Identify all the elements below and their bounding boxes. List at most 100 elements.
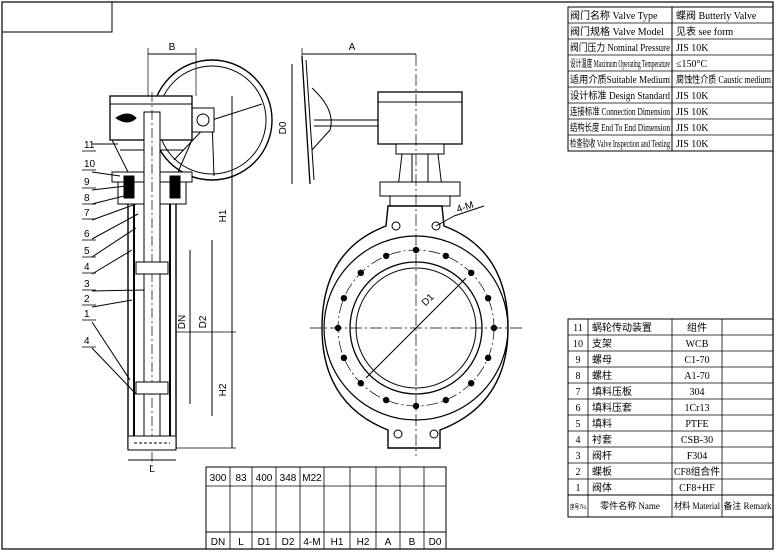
spec-value: JIS 10K bbox=[676, 43, 709, 54]
part-material: F304 bbox=[687, 451, 708, 462]
flange-bolt bbox=[383, 252, 390, 260]
part-name: 填料压板 bbox=[592, 385, 632, 398]
disc-hub bbox=[135, 261, 169, 275]
bolt-holes bbox=[334, 246, 498, 410]
gearbox-front bbox=[377, 91, 463, 145]
callout-number: 4 bbox=[84, 262, 90, 273]
spec-value: 蝶阀 Butterly Valve bbox=[676, 9, 757, 22]
leader-line bbox=[91, 347, 137, 395]
callout-number: 11 bbox=[84, 140, 95, 151]
spec-label: 适用介质Suitable Medium bbox=[570, 74, 670, 86]
parts-header-material: 材料 Material bbox=[674, 500, 720, 511]
spec-label: 阀门规格 Valve Model bbox=[570, 25, 664, 38]
dim-value: 348 bbox=[280, 473, 297, 484]
dim-header: D2 bbox=[282, 537, 295, 548]
handwheel-edge bbox=[305, 59, 315, 181]
gear-hub bbox=[191, 107, 215, 133]
leader-line bbox=[91, 289, 145, 292]
top-bolt-hole bbox=[391, 221, 401, 231]
spec-value: 腐蚀性介质 Caustic medium bbox=[676, 73, 771, 86]
leader-line bbox=[91, 203, 137, 221]
dim-value: M22 bbox=[302, 473, 322, 484]
flange-bolt bbox=[340, 295, 348, 302]
flange-bolt bbox=[468, 380, 475, 387]
dim-header: DN bbox=[211, 537, 225, 548]
part-number: 11 bbox=[573, 323, 583, 334]
title-corner-box bbox=[1, 1, 113, 33]
part-material: PTFE bbox=[685, 419, 708, 430]
part-material: C1-70 bbox=[685, 355, 710, 366]
flange-bolt bbox=[340, 354, 348, 361]
spec-value: ≤150°C bbox=[676, 59, 707, 70]
part-name: 填料压套 bbox=[592, 401, 632, 414]
handwheel-spoke bbox=[211, 103, 263, 121]
spec-table-border bbox=[567, 6, 774, 152]
spec-value: JIS 10K bbox=[676, 139, 709, 150]
stud-nut bbox=[169, 175, 181, 199]
parts-table-border bbox=[567, 318, 774, 518]
spec-label: 阀门压力 Nominal Pressure bbox=[570, 41, 670, 54]
callout-number: 1 bbox=[84, 309, 90, 320]
disc-hub bbox=[135, 381, 169, 395]
dim-header: L bbox=[238, 537, 244, 548]
callout-number: 2 bbox=[84, 294, 90, 305]
leader-line bbox=[91, 193, 133, 205]
part-number: 8 bbox=[576, 371, 581, 382]
part-number: 9 bbox=[576, 355, 581, 366]
front-view bbox=[291, 48, 522, 456]
flange-bolt bbox=[484, 295, 492, 302]
flange-bolt bbox=[468, 269, 475, 276]
leader-line bbox=[91, 213, 139, 240]
top-bolt-hole bbox=[431, 221, 441, 231]
part-material: 1Cr13 bbox=[685, 403, 710, 414]
spec-value: JIS 10K bbox=[676, 91, 709, 102]
leader-line bbox=[91, 299, 133, 308]
dim-header: 4-M bbox=[303, 537, 320, 548]
hub-bore bbox=[196, 113, 210, 127]
part-name: 填料 bbox=[592, 417, 612, 430]
part-number: 6 bbox=[576, 403, 581, 414]
dim-header: D1 bbox=[258, 537, 271, 548]
dim-label-d1: D1 bbox=[420, 292, 437, 309]
callout-number: 4 bbox=[84, 336, 90, 347]
dim-header: H1 bbox=[331, 537, 344, 548]
dim-label-dn: DN bbox=[177, 315, 188, 329]
dim-header: D0 bbox=[429, 537, 442, 548]
part-material: WCB bbox=[686, 339, 709, 350]
spec-value: 见表 see form bbox=[676, 25, 733, 38]
part-number: 1 bbox=[576, 483, 581, 494]
part-name: 衬套 bbox=[592, 433, 612, 446]
dim-value: 400 bbox=[256, 473, 273, 484]
leader-line bbox=[91, 171, 121, 177]
handwheel-spoke bbox=[311, 87, 332, 151]
part-name: 蜗轮传动装置 bbox=[592, 321, 652, 334]
part-material: CF8组合件 bbox=[674, 465, 720, 478]
callout-number: 9 bbox=[84, 177, 90, 188]
dim-label-h2: H2 bbox=[218, 383, 229, 396]
flange-bolt bbox=[334, 324, 342, 332]
dim-header: B bbox=[409, 537, 416, 548]
spec-label: 阀门名称 Valve Type bbox=[570, 9, 658, 22]
parts-header-name: 零件名称 Name bbox=[600, 500, 660, 511]
flange-bolt bbox=[442, 252, 449, 260]
leader-line bbox=[435, 215, 455, 227]
part-name: 蝶板 bbox=[592, 465, 612, 478]
part-name: 螺柱 bbox=[592, 369, 612, 382]
callout-number: 3 bbox=[84, 279, 90, 290]
side-section-view bbox=[91, 48, 273, 468]
bracket-flange bbox=[379, 181, 461, 197]
dim-label-l: L bbox=[149, 464, 155, 475]
flange-bolt bbox=[357, 380, 364, 387]
dim-value: 83 bbox=[235, 473, 247, 484]
leader-line bbox=[91, 249, 133, 275]
spec-label: 连接标准 Connection Dimension bbox=[570, 105, 670, 118]
flange-bolt bbox=[484, 354, 492, 361]
spec-value: JIS 10K bbox=[676, 107, 709, 118]
spec-table: 阀门名称 Valve Type 蝶阀 Butterly Valve 阀门规格 Val… bbox=[567, 6, 774, 152]
dimension-labels: B A D0 H1 H2 DN D2 L D1 4-M bbox=[149, 42, 475, 475]
